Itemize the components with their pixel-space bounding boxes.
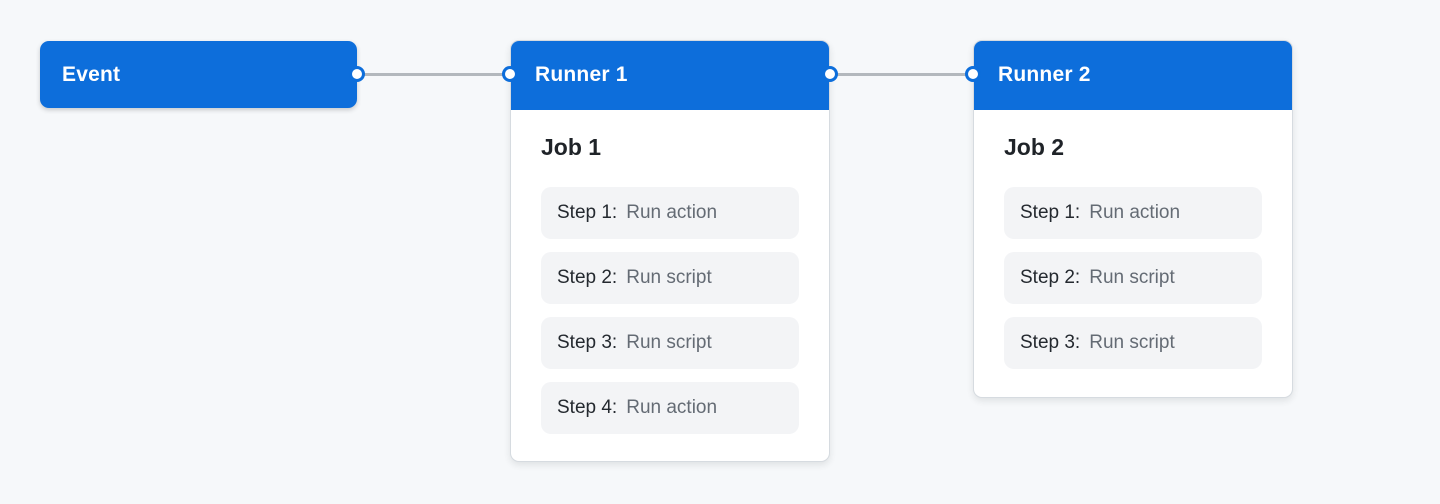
- step-desc: Run action: [1089, 202, 1181, 223]
- step-label: Step 2:: [1020, 267, 1081, 288]
- step-label: Step 1:: [1020, 202, 1081, 223]
- step-label: Step 3:: [557, 332, 618, 353]
- step-label: Step 3:: [1020, 332, 1081, 353]
- runner-2-label: Runner 2: [998, 63, 1091, 86]
- connector-dot-runner2-left: [965, 66, 981, 82]
- job-1-step-3: Step 3: Run script: [541, 317, 799, 369]
- runner-2-card: Runner 2 Job 2 Step 1: Run action Step 2…: [973, 40, 1293, 398]
- step-label: Step 1:: [557, 202, 618, 223]
- connector-line-runner1-runner2: [830, 73, 973, 76]
- runner-2-header: Runner 2: [974, 41, 1292, 110]
- job-1-step-2: Step 2: Run script: [541, 252, 799, 304]
- connector-dot-runner1-right: [822, 66, 838, 82]
- job-1-steps: Step 1: Run action Step 2: Run script St…: [541, 187, 799, 434]
- job-2-steps: Step 1: Run action Step 2: Run script St…: [1004, 187, 1262, 369]
- runner-1-label: Runner 1: [535, 63, 628, 86]
- step-label: Step 4:: [557, 397, 618, 418]
- job-2-step-3: Step 3: Run script: [1004, 317, 1262, 369]
- step-desc: Run script: [1089, 332, 1175, 353]
- step-desc: Run script: [1089, 267, 1175, 288]
- step-label: Step 2:: [557, 267, 618, 288]
- connector-dot-event-right: [349, 66, 365, 82]
- job-2-step-1: Step 1: Run action: [1004, 187, 1262, 239]
- connector-dot-runner1-left: [502, 66, 518, 82]
- runner-1-header: Runner 1: [511, 41, 829, 110]
- connector-line-event-runner1: [357, 73, 510, 76]
- step-desc: Run script: [626, 267, 712, 288]
- runner-1-card: Runner 1 Job 1 Step 1: Run action Step 2…: [510, 40, 830, 462]
- job-1-title: Job 1: [541, 134, 602, 160]
- step-desc: Run script: [626, 332, 712, 353]
- job-1-step-1: Step 1: Run action: [541, 187, 799, 239]
- step-desc: Run action: [626, 202, 718, 223]
- job-2-title: Job 2: [1004, 134, 1065, 160]
- runner-1-body: Job 1 Step 1: Run action Step 2: Run scr…: [511, 110, 829, 434]
- job-1-step-4: Step 4: Run action: [541, 382, 799, 434]
- event-label: Event: [62, 62, 121, 86]
- step-desc: Run action: [626, 397, 718, 418]
- job-2-step-2: Step 2: Run script: [1004, 252, 1262, 304]
- event-node: Event: [40, 41, 357, 108]
- runner-2-body: Job 2 Step 1: Run action Step 2: Run scr…: [974, 110, 1292, 369]
